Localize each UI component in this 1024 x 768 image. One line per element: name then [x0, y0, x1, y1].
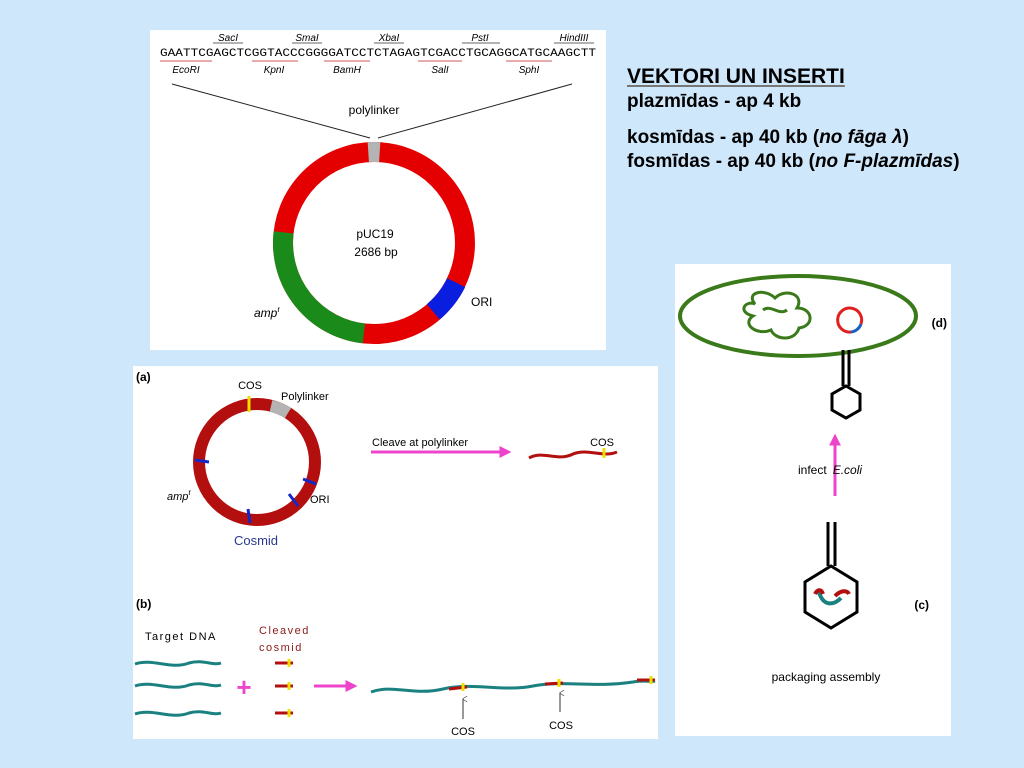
site-bamh: BamH [333, 65, 362, 76]
cosmid-ori-mark-2 [302, 477, 317, 486]
concatemer-cosmid-3 [637, 676, 655, 684]
cleaved-cosmid-fragment-2 [275, 682, 293, 690]
ori-arc [426, 277, 466, 320]
panel-c-label: (c) [914, 598, 929, 612]
polylinker-label: polylinker [349, 103, 400, 117]
site-kpni: KpnI [264, 65, 285, 76]
amp-arc [273, 231, 366, 344]
puc19-panel: SacI SmaI XbaI PstI HindIII GAATTCGAGCTC… [150, 30, 606, 350]
cosmid-ori-mark-1 [194, 458, 210, 464]
cos-marker-label-2: COS [549, 720, 573, 732]
concatemer-cosmid-1 [448, 683, 468, 691]
puc19-diagram: SacI SmaI XbaI PstI HindIII GAATTCGAGCTC… [160, 33, 596, 344]
page-title: VEKTORI UN INSERTI [627, 65, 845, 88]
site-saci: SacI [218, 33, 238, 44]
cosmid-polylinker-label: Polylinker [281, 391, 329, 403]
plus-sign: + [236, 672, 251, 702]
puc19-ring [273, 142, 475, 344]
ecoli-label: E.coli [833, 463, 863, 477]
panel-b-label: (b) [136, 597, 151, 611]
site-sphi: SphI [519, 65, 540, 76]
zoom-line-right [377, 83, 573, 139]
cleaved-cosmid-fragment-3 [275, 709, 293, 717]
cosmid-ori-mark-3 [287, 493, 300, 507]
cleaved-cosmid-label-2: cosmid [259, 642, 303, 654]
cosmid-ring [193, 398, 321, 526]
concatemer-cosmid-2 [544, 679, 564, 687]
site-sali: SalI [431, 65, 448, 76]
zoom-line-left [171, 83, 371, 139]
polylinker-sequence: GAATTCGAGCTCGGTACCCGGGGATCCTCTAGAGTCGACC… [160, 48, 596, 60]
attached-phage [830, 350, 862, 420]
target-dna-label: Target DNA [145, 631, 217, 643]
cosmid-panel: (a) COS Polylinker ampr ORI Cosmid Cleav… [133, 366, 658, 739]
target-dna-strand-2 [134, 682, 222, 689]
cleaved-cosmid-fragment-1 [275, 659, 293, 667]
cosmid-ori-mark-4 [246, 508, 252, 524]
panel-a-label: (a) [136, 370, 151, 384]
panel-d-label: (d) [932, 316, 947, 330]
injected-cosmid-red [836, 306, 864, 334]
ori-label: ORI [471, 295, 492, 309]
cosmid-ori-label: ORI [310, 494, 330, 506]
title-block: VEKTORI UN INSERTI plazmīdas - ap 4 kb k… [627, 64, 1017, 174]
site-smai: SmaI [295, 33, 319, 44]
injected-cosmid-blue [850, 323, 863, 334]
bacterial-chromosome [742, 290, 812, 340]
cosmid-polylinker-segment [269, 400, 292, 419]
amp-label: ampr [254, 305, 280, 320]
target-dna-strand-1 [134, 660, 222, 667]
cos-marker-label-1: COS [451, 726, 475, 738]
cosmid-amp-superscript: r [188, 488, 191, 497]
site-xbai: XbaI [378, 33, 400, 44]
cosmid-name: Cosmid [234, 533, 278, 548]
amp-superscript: r [277, 305, 280, 314]
cosmid-size-line: kosmīdas - ap 40 kb (no fāga λ) [627, 127, 909, 148]
cleaved-cosmid-label-1: Cleaved [259, 625, 310, 637]
cosmid-amp-label: ampr [167, 488, 191, 503]
cleave-label: Cleave at polylinker [372, 437, 468, 449]
site-psti: PstI [471, 33, 488, 44]
plasmid-size: 2686 bp [354, 245, 398, 259]
concatemer-dna [370, 679, 656, 694]
linear-cos-label: COS [590, 437, 614, 449]
cosmid-cos-label: COS [238, 380, 262, 392]
packaged-phage [803, 522, 859, 630]
packaging-label: packaging assembly [772, 670, 881, 684]
plasmid-size-line: plazmīdas - ap 4 kb [627, 91, 802, 112]
fosmid-size-line: fosmīdas - ap 40 kb (no F-plazmīdas) [627, 151, 960, 172]
ecoli-cell [678, 274, 918, 358]
cosmid-diagram: (a) COS Polylinker ampr ORI Cosmid Cleav… [134, 370, 656, 738]
site-hindiii: HindIII [560, 33, 589, 44]
target-dna-strand-3 [134, 710, 222, 717]
site-ecori: EcoRI [172, 65, 199, 76]
plasmid-name: pUC19 [356, 227, 394, 241]
